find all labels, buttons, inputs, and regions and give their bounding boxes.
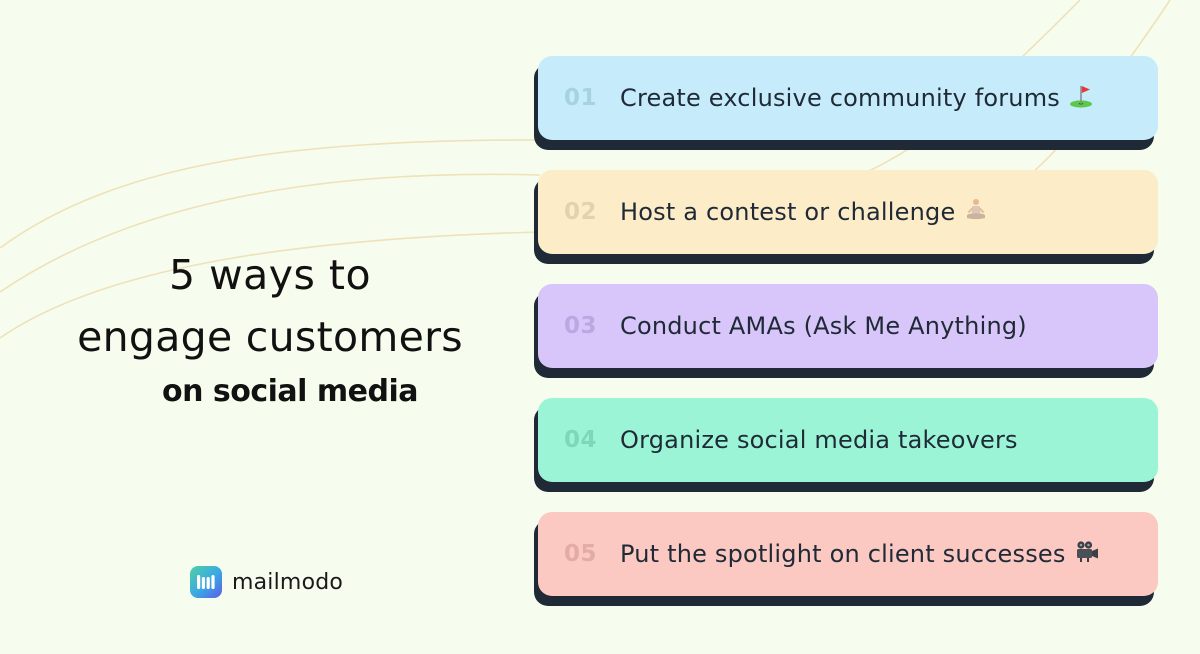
way-card-2: 02 Host a contest or challenge (534, 170, 1160, 264)
mailmodo-logo-icon (190, 566, 222, 598)
headline-line-3: on social media (161, 374, 419, 409)
golf-flag-icon (1068, 83, 1094, 113)
way-card-4: 04 Organize social media takeovers (534, 398, 1160, 492)
card-face: 05 Put the spotlight on client successes (538, 512, 1158, 596)
card-number: 03 (564, 313, 598, 339)
card-text: Put the spotlight on client successes (620, 540, 1066, 568)
way-card-3: 03 Conduct AMAs (Ask Me Anything) (534, 284, 1160, 378)
headline-line-1: 5 ways to (168, 251, 372, 299)
way-card-5: 05 Put the spotlight on client successes (534, 512, 1160, 606)
card-number: 02 (564, 199, 598, 225)
card-number: 05 (564, 541, 598, 567)
card-number: 01 (564, 85, 598, 111)
brand-name: mailmodo (232, 569, 344, 595)
way-card-1: 01 Create exclusive community forums (534, 56, 1160, 150)
ways-list: 01 Create exclusive community forums 02 … (534, 56, 1160, 626)
video-camera-icon (1074, 539, 1100, 569)
card-face: 02 Host a contest or challenge (538, 170, 1158, 254)
card-face: 01 Create exclusive community forums (538, 56, 1158, 140)
card-text: Organize social media takeovers (620, 426, 1018, 454)
brand: mailmodo (190, 566, 343, 598)
card-text: Conduct AMAs (Ask Me Anything) (620, 312, 1027, 340)
headline: 5 ways to engage customers on social med… (30, 245, 510, 416)
meditation-icon (963, 197, 989, 227)
card-text: Create exclusive community forums (620, 84, 1061, 112)
card-face: 04 Organize social media takeovers (538, 398, 1158, 482)
card-text: Host a contest or challenge (620, 198, 956, 226)
headline-line-2: engage customers (77, 312, 463, 361)
card-number: 04 (564, 427, 598, 453)
card-face: 03 Conduct AMAs (Ask Me Anything) (538, 284, 1158, 368)
